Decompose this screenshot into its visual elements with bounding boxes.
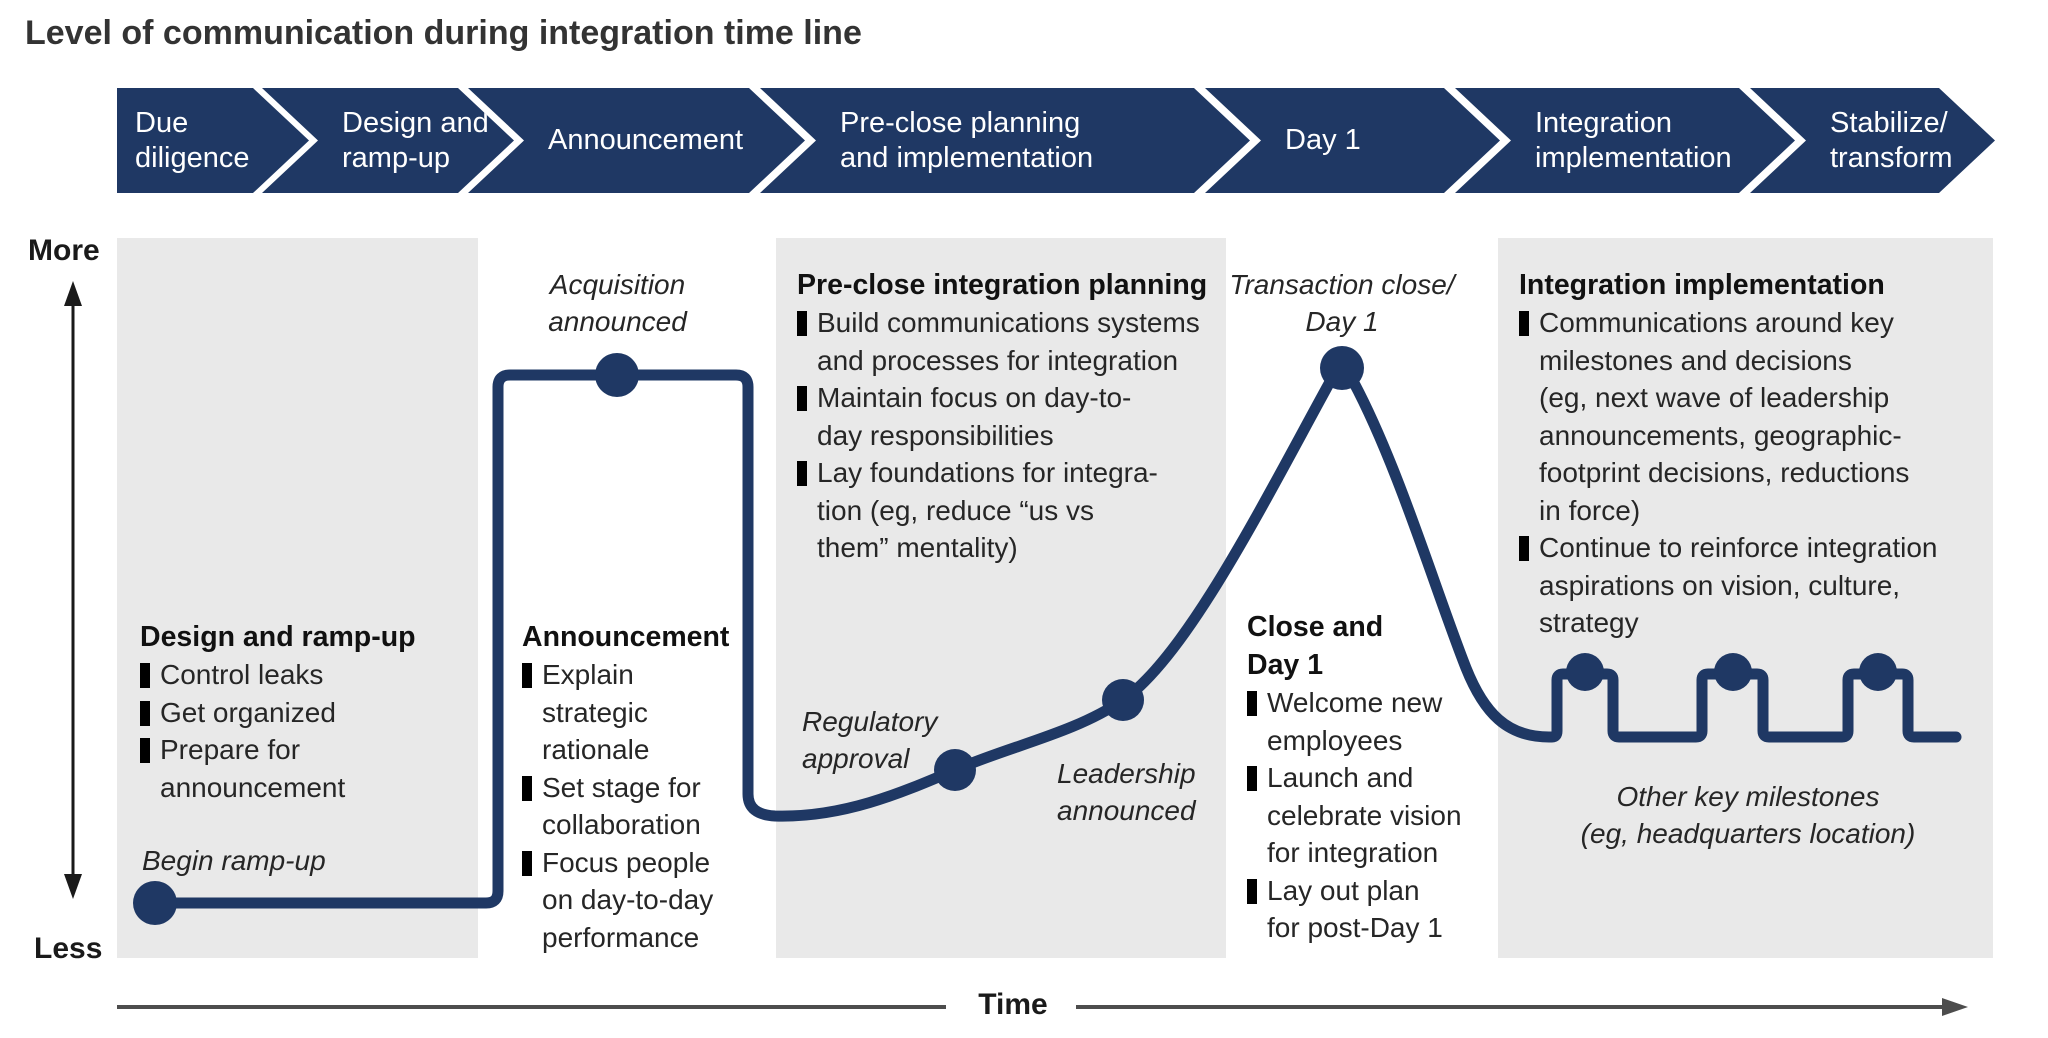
bullet-item: Lay foundations for integra- tion (eg, r… bbox=[797, 454, 1237, 567]
close-day1-bullets: Welcome new employees Launch and celebra… bbox=[1247, 684, 1487, 947]
bullet-item: Continue to reinforce integration aspira… bbox=[1519, 529, 1979, 642]
bullet-item: Control leaks bbox=[140, 656, 460, 694]
announcement-bullets: Explain strategic rationale Set stage fo… bbox=[522, 656, 767, 956]
chevron-stabilize-transform: Stabilize/ transform bbox=[1750, 88, 1995, 193]
panel-integration-bg bbox=[1498, 238, 1993, 958]
acquisition-announced-dot bbox=[595, 353, 639, 397]
integration-note: Integration implementation Communication… bbox=[1519, 266, 1979, 642]
bullet-marker bbox=[140, 700, 150, 726]
bullet-text: Focus people on day-to-day performance bbox=[542, 846, 714, 953]
bullet-text: Lay foundations for integra- tion (eg, r… bbox=[817, 457, 1158, 563]
panel-preclose-bg bbox=[776, 238, 1226, 958]
close-day1-note: Close and Day 1 Welcome new employees La… bbox=[1247, 608, 1487, 947]
bullet-marker bbox=[1247, 766, 1257, 791]
bullet-item: Maintain focus on day-to- day responsibi… bbox=[797, 379, 1237, 454]
bullet-marker bbox=[797, 386, 807, 411]
other-milestone-dot-2 bbox=[1714, 653, 1752, 691]
preclose-note: Pre-close integration planning Build com… bbox=[797, 266, 1237, 567]
chevron-preclose-planning: Pre-close planning and implementation bbox=[760, 88, 1250, 193]
bullet-marker bbox=[1247, 878, 1257, 904]
other-milestone-dot-1 bbox=[1566, 653, 1604, 691]
bullet-text: Get organized bbox=[160, 696, 336, 728]
bullet-marker bbox=[797, 311, 807, 336]
bullet-item: Set stage for collaboration bbox=[522, 769, 767, 844]
bullet-item: Get organized bbox=[140, 694, 460, 732]
level-curve bbox=[149, 365, 1962, 909]
bullet-item: Explain strategic rationale bbox=[522, 656, 767, 769]
bullet-text: Lay out plan for post-Day 1 bbox=[1267, 874, 1443, 944]
begin-rampup-dot bbox=[133, 881, 177, 925]
bullet-item: Lay out plan for post-Day 1 bbox=[1247, 872, 1487, 947]
bullet-item: Prepare for announcement bbox=[140, 731, 460, 806]
chevron-label: Announcement bbox=[548, 124, 744, 156]
chevron-label: Due diligence bbox=[135, 106, 250, 174]
x-axis-time-label: Time bbox=[978, 988, 1048, 1021]
x-axis-arrowhead bbox=[1942, 998, 1968, 1016]
design-rampup-heading: Design and ramp-up bbox=[140, 621, 416, 653]
preclose-bullets: Build communications systems and process… bbox=[797, 304, 1237, 567]
bullet-text: Control leaks bbox=[160, 659, 324, 690]
chevron-label: Day 1 bbox=[1285, 124, 1361, 156]
regulatory-approval-dot bbox=[934, 749, 976, 791]
bullet-text: Continue to reinforce integration aspira… bbox=[1539, 532, 1938, 638]
announcement-note: Announcement Explain strategic rationale… bbox=[522, 618, 767, 956]
bullet-marker bbox=[1519, 311, 1529, 336]
leadership-announced-label: Leadership announced bbox=[1057, 758, 1196, 826]
y-axis-less-label: Less bbox=[34, 932, 103, 965]
bullet-marker bbox=[522, 775, 532, 801]
bullet-text: Launch and celebrate vision for integrat… bbox=[1267, 762, 1462, 868]
bullet-marker bbox=[140, 738, 150, 763]
bullet-item: Focus people on day-to-day performance bbox=[522, 844, 767, 957]
bullet-text: Communications around key milestones and… bbox=[1539, 307, 1910, 526]
bullet-text: Prepare for announcement bbox=[160, 734, 346, 803]
other-milestone-dot-3 bbox=[1859, 653, 1897, 691]
leadership-announced-dot bbox=[1102, 679, 1144, 721]
bullet-item: Welcome new employees bbox=[1247, 684, 1487, 759]
page-title: Level of communication during integratio… bbox=[25, 14, 862, 52]
chevron-label: Pre-close planning and implementation bbox=[840, 106, 1094, 174]
chevron-announcement: Announcement bbox=[468, 88, 805, 193]
bullet-text: Welcome new employees bbox=[1267, 687, 1443, 756]
chevron-label: Integration implementation bbox=[1535, 106, 1732, 174]
bullet-text: Build communications systems and process… bbox=[817, 307, 1200, 376]
bullet-marker bbox=[1247, 691, 1257, 716]
chevron-label: Design and ramp-up bbox=[342, 106, 489, 174]
integration-heading: Integration implementation bbox=[1519, 269, 1885, 301]
y-axis-up-arrowhead bbox=[64, 281, 82, 306]
regulatory-approval-label: Regulatory approval bbox=[802, 706, 938, 774]
bullet-marker bbox=[522, 850, 532, 876]
bullet-text: Maintain focus on day-to- day responsibi… bbox=[817, 382, 1132, 451]
bullet-item: Launch and celebrate vision for integrat… bbox=[1247, 759, 1487, 872]
bullet-marker bbox=[1519, 536, 1529, 561]
design-rampup-bullets: Control leaks Get organized Prepare for … bbox=[140, 656, 460, 806]
acquisition-announced-label: Acquisition announced bbox=[548, 269, 687, 337]
bullet-item: Build communications systems and process… bbox=[797, 304, 1237, 379]
transaction-close-label: Transaction close/ Day 1 bbox=[1229, 269, 1455, 337]
transaction-close-peak-dot bbox=[1320, 346, 1364, 390]
design-rampup-note: Design and ramp-up Control leaks Get org… bbox=[140, 618, 460, 806]
y-axis-more-label: More bbox=[28, 234, 100, 267]
preclose-heading: Pre-close integration planning bbox=[797, 269, 1208, 301]
bullet-marker bbox=[522, 663, 532, 688]
bullet-text: Explain strategic rationale bbox=[542, 659, 650, 765]
integration-bullets: Communications around key milestones and… bbox=[1519, 304, 1979, 642]
chevron-integration-implementation: Integration implementation bbox=[1455, 88, 1795, 193]
bullet-marker bbox=[140, 663, 150, 688]
other-key-milestones-label: Other key milestones (eg, headquarters l… bbox=[1580, 781, 1916, 849]
begin-rampup-label: Begin ramp-up bbox=[142, 845, 326, 876]
bullet-text: Set stage for collaboration bbox=[542, 771, 701, 841]
announcement-heading: Announcement bbox=[522, 621, 730, 653]
panel-design-rampup-bg bbox=[117, 238, 478, 958]
bullet-item: Communications around key milestones and… bbox=[1519, 304, 1979, 529]
chevron-label: Stabilize/ transform bbox=[1830, 106, 1953, 174]
close-day1-heading: Close and Day 1 bbox=[1247, 611, 1384, 681]
y-axis-down-arrowhead bbox=[64, 874, 82, 899]
bullet-marker bbox=[797, 461, 807, 486]
